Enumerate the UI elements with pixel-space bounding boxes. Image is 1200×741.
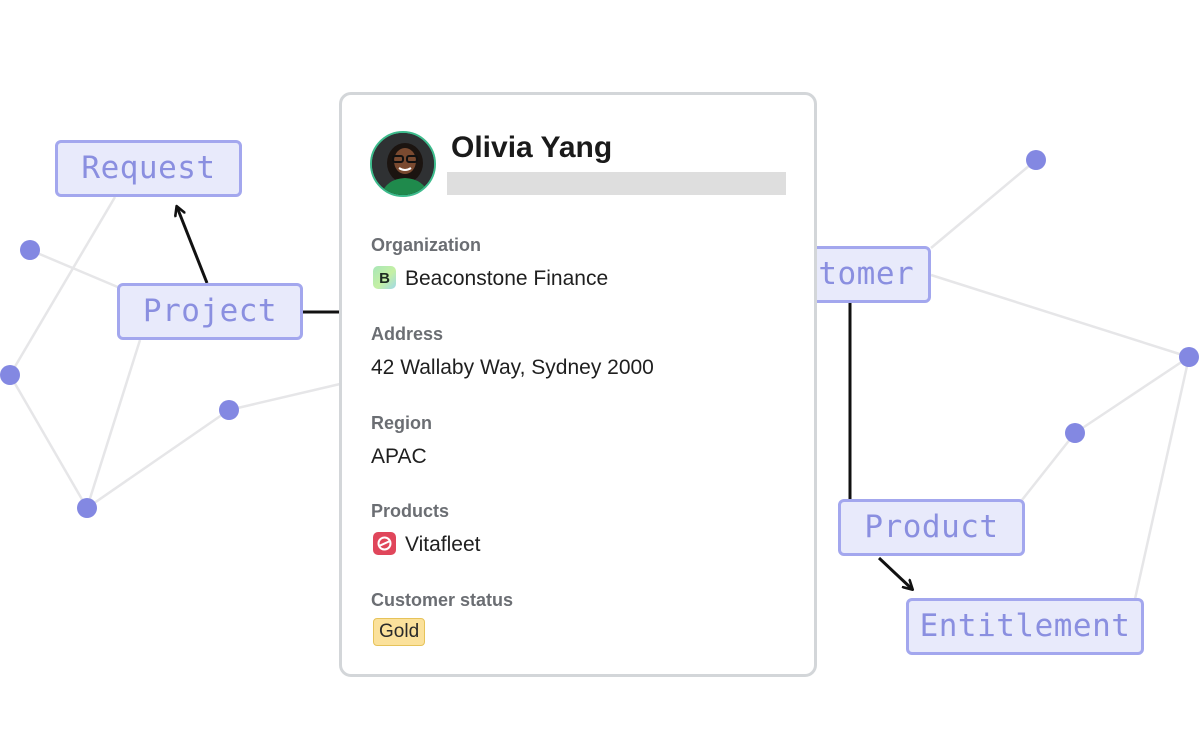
vitafleet-logo-icon (373, 532, 396, 555)
graph-dot (0, 365, 20, 385)
edge-faint (85, 339, 142, 509)
person-name: Olivia Yang (451, 131, 613, 164)
edge-faint (29, 248, 121, 290)
address-value: 42 Wallaby Way, Sydney 2000 (371, 356, 654, 379)
organization-label: Organization (371, 235, 482, 255)
node-product[interactable]: Product (838, 499, 1025, 556)
status-badge: Gold (373, 618, 426, 646)
edge-faint (1074, 355, 1190, 435)
redacted-field (447, 172, 786, 195)
graph-dot (1065, 423, 1085, 443)
edge-faint (8, 196, 117, 376)
beaconstone-logo-icon: B (373, 266, 396, 289)
organization-value[interactable]: Beaconstone Finance (405, 267, 609, 290)
edge-faint (930, 159, 1037, 249)
avatar (370, 131, 436, 197)
edge-faint (1021, 432, 1076, 501)
edge-faint (1133, 356, 1191, 600)
svg-text:B: B (379, 270, 390, 287)
graph-dot (1026, 150, 1046, 170)
edge-faint (86, 408, 230, 510)
edge-faint (8, 374, 89, 509)
status-label: Customer status (371, 590, 514, 610)
node-entitlement[interactable]: Entitlement (906, 598, 1144, 655)
node-request[interactable]: Request (55, 140, 242, 197)
products-label: Products (371, 501, 450, 521)
address-label: Address (371, 324, 444, 344)
graph-dot (77, 498, 97, 518)
graph-dot (20, 240, 40, 260)
products-value[interactable]: Vitafleet (405, 533, 481, 556)
edge-faint (228, 382, 341, 412)
region-value: APAC (371, 445, 427, 468)
graph-dot (1179, 347, 1199, 367)
graph-dot (219, 400, 239, 420)
edge-faint (930, 273, 1190, 359)
region-label: Region (371, 413, 432, 433)
node-project[interactable]: Project (117, 283, 303, 340)
customer-profile-card: Olivia Yang Organization B Beaconstone F… (339, 92, 817, 677)
edge-project-request (177, 207, 209, 284)
edge-product-entitlement (877, 556, 912, 589)
